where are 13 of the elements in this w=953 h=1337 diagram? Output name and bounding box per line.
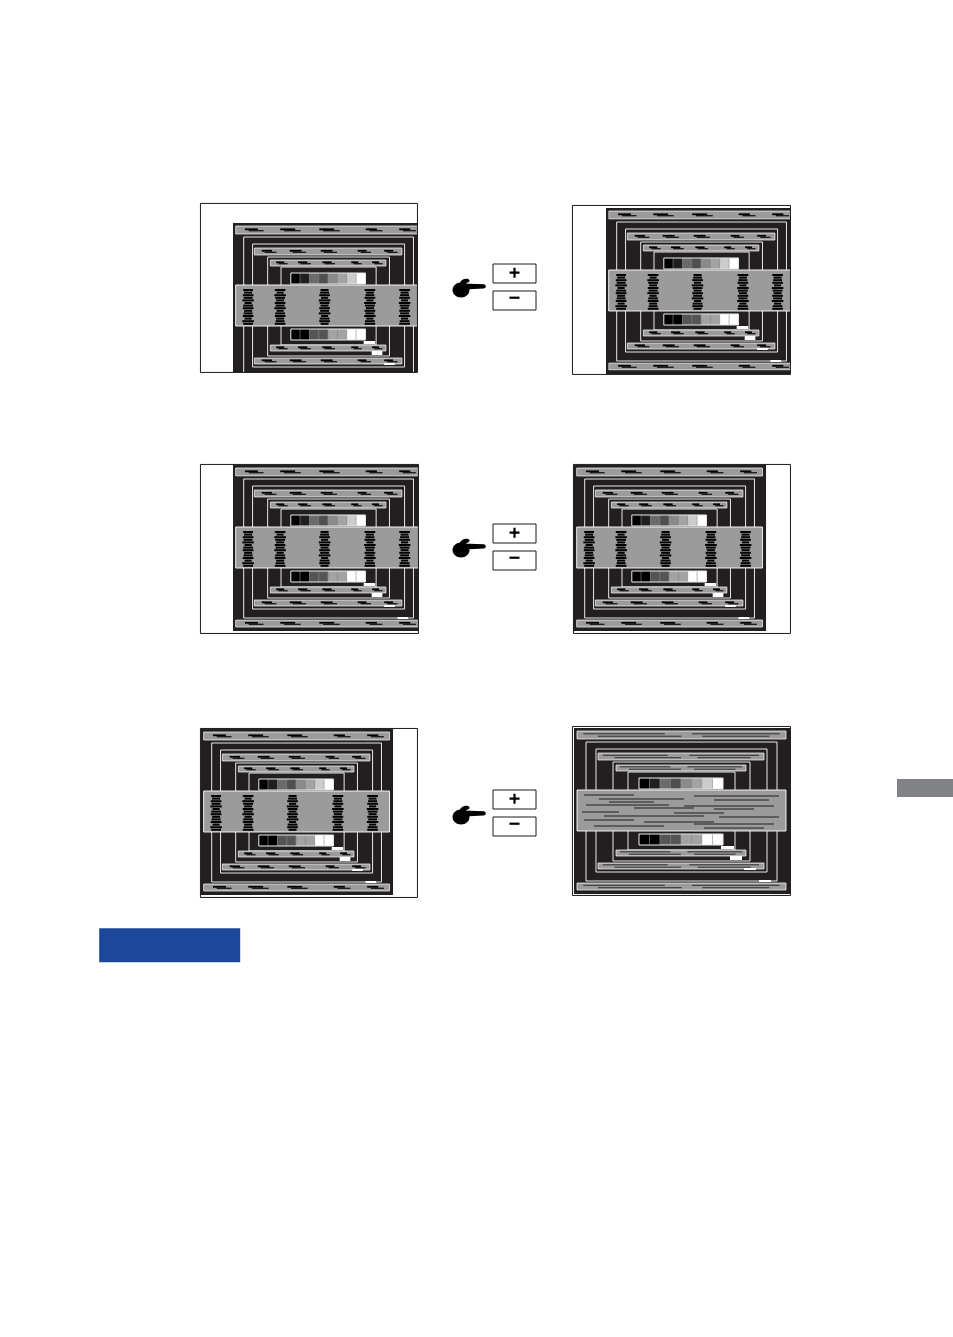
test-pattern-drawing xyxy=(572,205,791,375)
test-pattern-drawing xyxy=(200,464,419,634)
test-pattern-drawing xyxy=(200,728,418,898)
test-pattern-drawing xyxy=(573,464,791,634)
control-button: − xyxy=(492,290,537,311)
control-button: + xyxy=(492,523,537,544)
control-button: − xyxy=(492,550,537,571)
test-pattern-drawing xyxy=(200,203,418,373)
heading-bar xyxy=(99,928,241,963)
control-button: + xyxy=(492,263,537,284)
control-button: − xyxy=(492,816,537,837)
test-pattern-drawing xyxy=(572,726,791,896)
control-button: + xyxy=(492,789,537,810)
